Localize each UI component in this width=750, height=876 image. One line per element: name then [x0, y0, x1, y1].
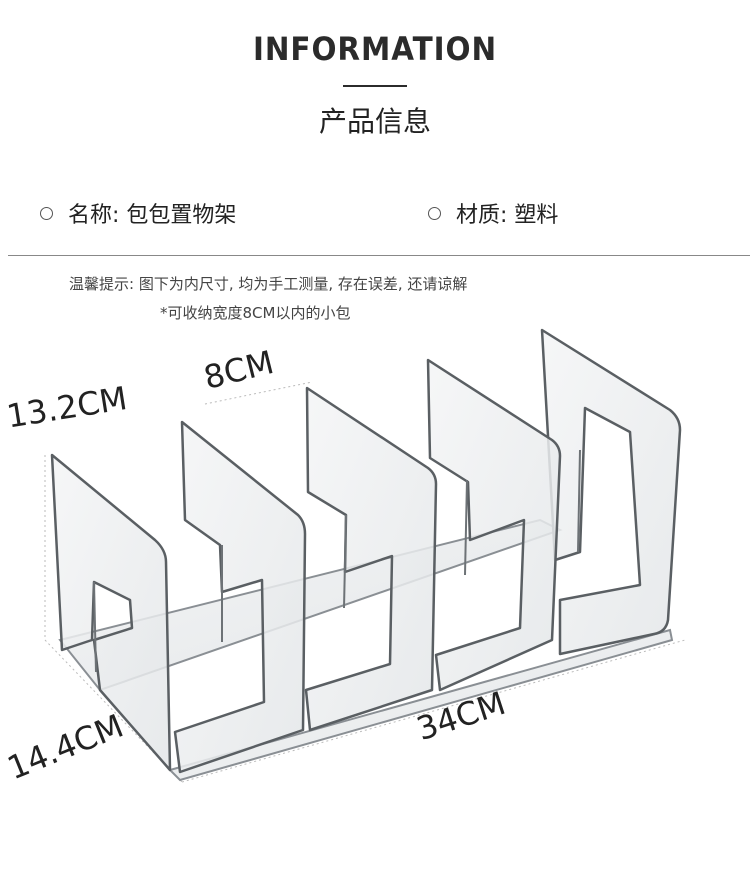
- section-subtitle: 产品信息: [318, 105, 431, 138]
- divider: [8, 255, 750, 256]
- spec-material-text: 材质: 塑料: [456, 203, 559, 228]
- title-underline: [343, 85, 407, 87]
- tip-note: 温馨提示: 图下为内尺寸, 均为手工测量, 存在误差, 还请谅解: [69, 275, 468, 293]
- product-illustration: [44, 328, 686, 783]
- spec-name: 名称: 包包置物架: [40, 197, 236, 229]
- information-title: INFORMATION: [252, 30, 498, 68]
- spec-name-text: 名称: 包包置物架: [68, 203, 237, 228]
- bullet-circle-icon: [40, 206, 53, 220]
- spec-material: 材质: 塑料: [428, 197, 558, 229]
- bullet-circle-icon: [428, 206, 441, 220]
- capacity-note: *可收纳宽度8CM以内的小包: [160, 304, 351, 322]
